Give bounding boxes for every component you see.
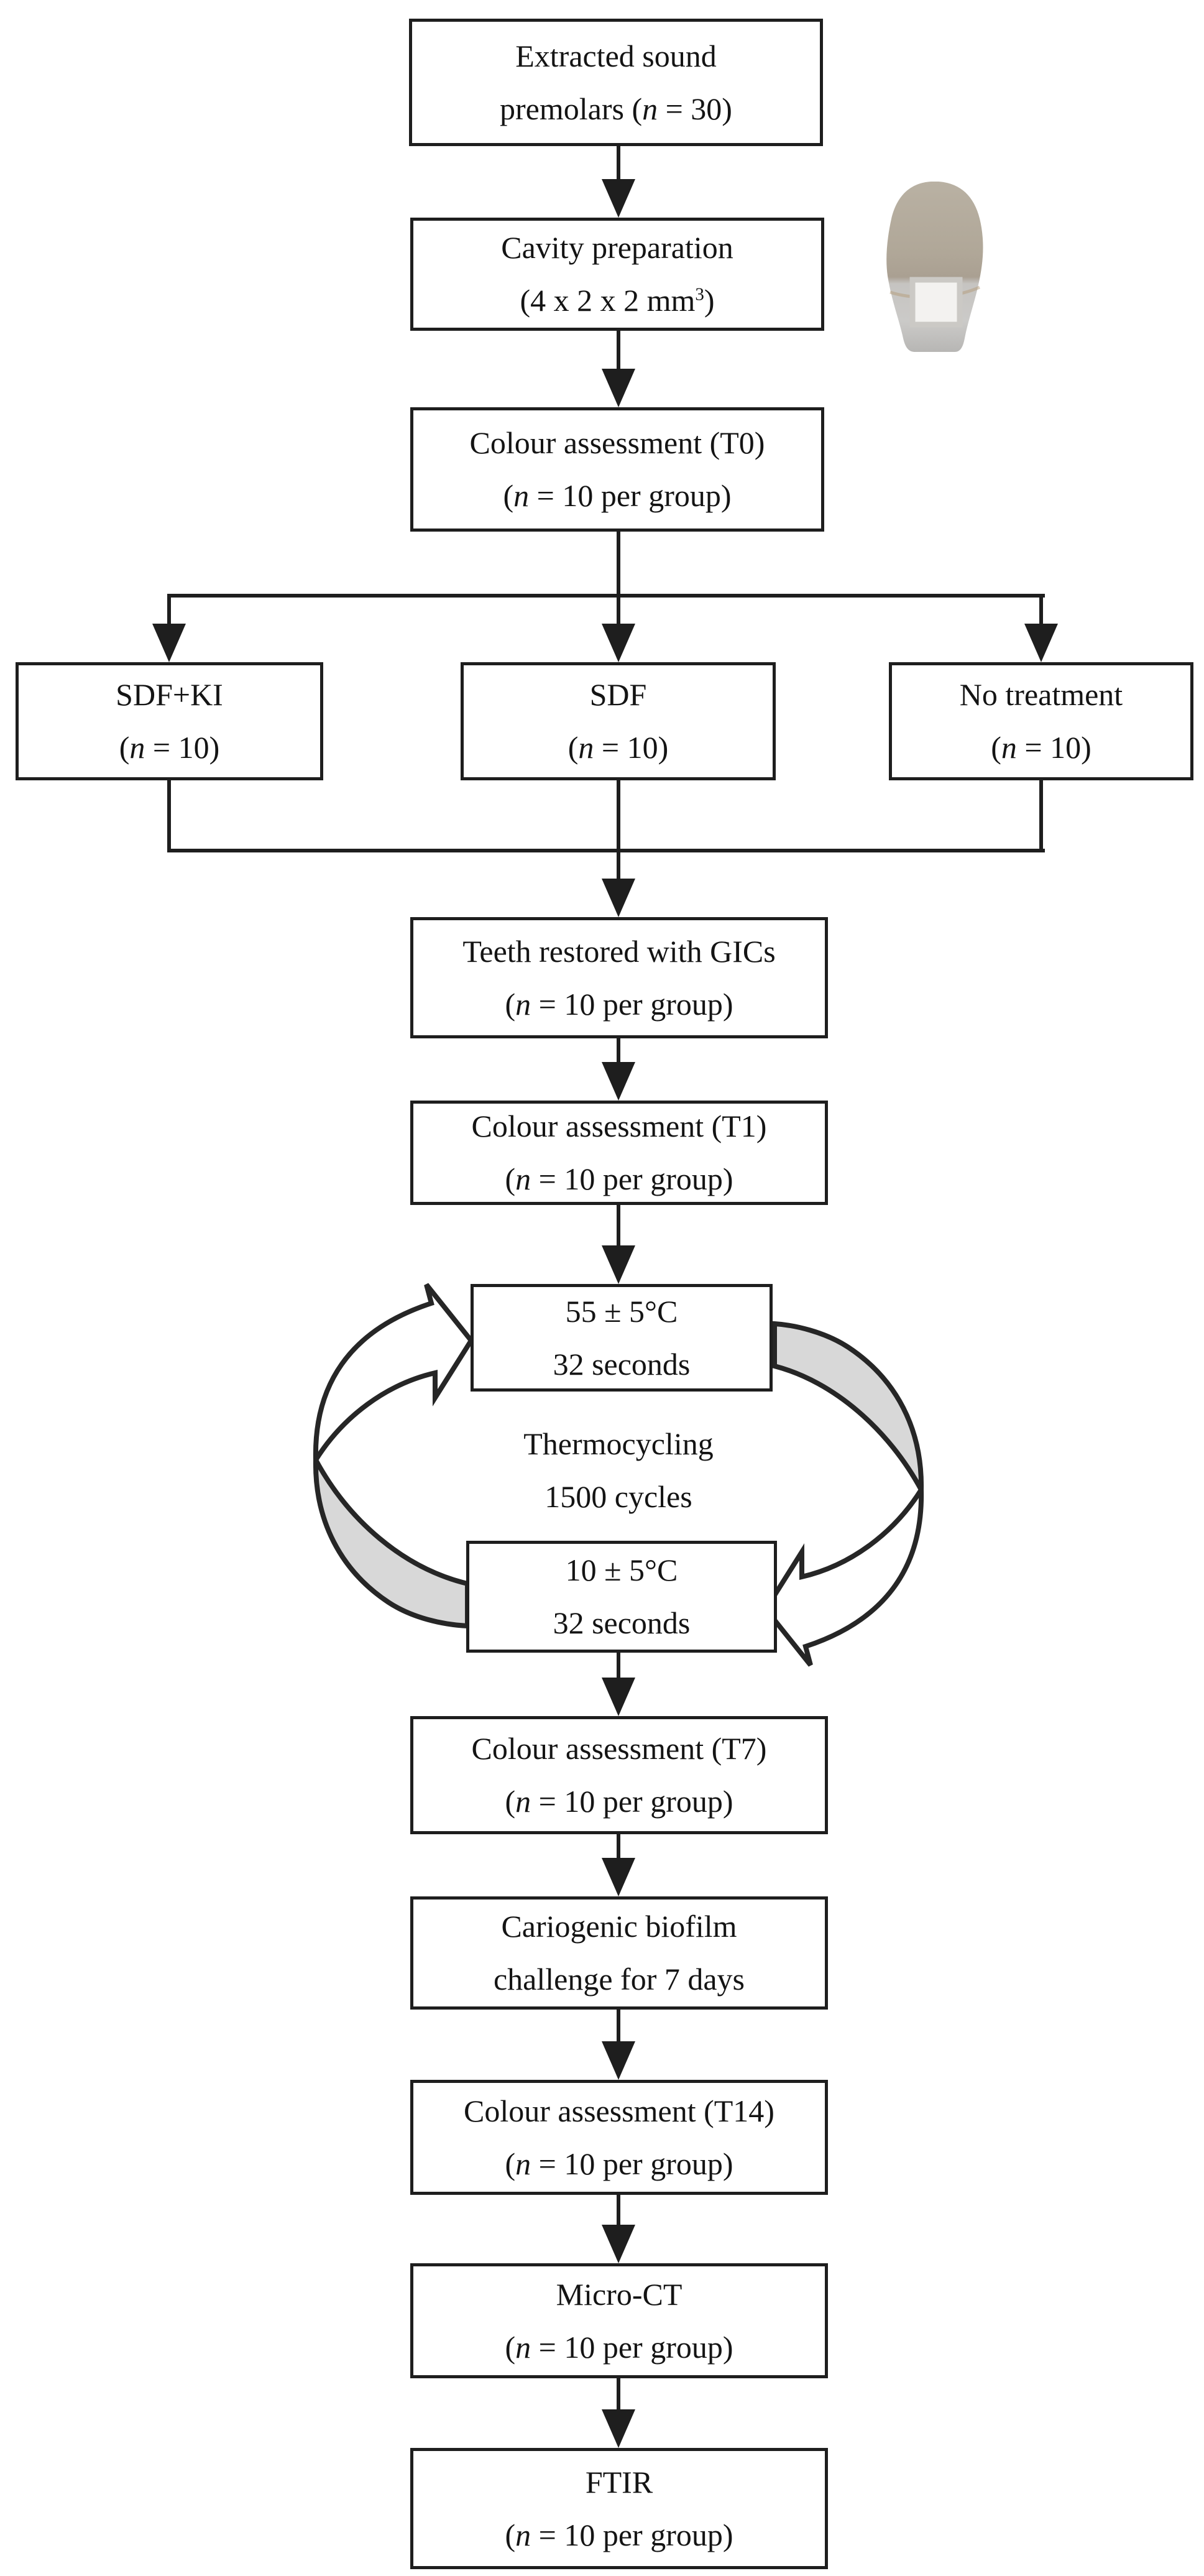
node-text: (n = 10) <box>568 730 669 765</box>
node-text: challenge for 7 days <box>493 1962 745 1997</box>
node-text: (4 x 2 x 2 mm3) <box>520 283 715 318</box>
node-colour-assessment-t0: Colour assessment (T0) (n = 10 per group… <box>410 407 824 532</box>
arrowhead-thermo-hot <box>602 1245 635 1284</box>
arrowhead-cavity <box>602 179 635 218</box>
arrowhead-gics <box>602 879 635 917</box>
node-colour-assessment-t14: Colour assessment (T14) (n = 10 per grou… <box>410 2080 828 2195</box>
node-text: Micro-CT <box>556 2276 682 2312</box>
node-cavity-preparation: Cavity preparation (4 x 2 x 2 mm3) <box>410 218 824 331</box>
node-text: (n = 10 per group) <box>505 986 733 1022</box>
node-text: Colour assessment (T7) <box>471 1731 767 1766</box>
cycle-gray-crescent-left <box>313 1450 470 1629</box>
edge-t0-split-stem <box>617 532 620 596</box>
cycle-arrow-down-icon <box>763 1481 924 1667</box>
edge-sdfki-merge <box>167 780 171 852</box>
node-thermocycling-cold: 10 ± 5°C 32 seconds <box>466 1541 777 1653</box>
edge-gics-t1 <box>617 1038 620 1063</box>
arrowhead-t14 <box>602 2041 635 2080</box>
arrowhead-sdf <box>602 624 635 662</box>
node-text: Thermocycling <box>523 1426 714 1461</box>
node-thermocycling-hot: 55 ± 5°C 32 seconds <box>471 1284 773 1392</box>
arrowhead-biofilm <box>602 1858 635 1896</box>
tooth-cervical-line <box>889 285 980 299</box>
node-text: premolars (n = 30) <box>500 91 732 126</box>
edge-t14-microct <box>617 2195 620 2226</box>
node-text: 32 seconds <box>553 1605 691 1640</box>
node-text: SDF <box>589 677 647 712</box>
arrowhead-t0 <box>602 369 635 407</box>
node-text: No treatment <box>959 677 1123 712</box>
edge-notreatment-merge <box>1039 780 1043 852</box>
edge-merge-gics <box>617 780 620 880</box>
edge-t7-biofilm <box>617 1834 620 1859</box>
edge-split-sdf <box>617 598 620 625</box>
node-sdf-ki: SDF+KI (n = 10) <box>16 662 323 780</box>
arrowhead-notreatment <box>1024 624 1058 662</box>
node-text: 32 seconds <box>553 1346 691 1382</box>
node-text: Colour assessment (T0) <box>469 425 765 460</box>
thermocycling-label: Thermocycling 1500 cycles <box>463 1418 774 1523</box>
node-text: 1500 cycles <box>545 1479 692 1514</box>
node-text: Cavity preparation <box>501 230 733 265</box>
node-text: Teeth restored with GICs <box>462 933 776 969</box>
edge-premolars-cavity <box>617 146 620 180</box>
node-text: SDF+KI <box>116 677 223 712</box>
node-no-treatment: No treatment (n = 10) <box>889 662 1193 780</box>
node-text: (n = 10) <box>991 730 1091 765</box>
tooth-cavity-window <box>909 277 963 328</box>
node-sdf: SDF (n = 10) <box>461 662 776 780</box>
node-extracted-premolars: Extracted sound premolars (n = 30) <box>409 19 823 146</box>
edge-thermo-t7 <box>617 1653 620 1679</box>
edge-microct-ftir <box>617 2378 620 2411</box>
node-text: (n = 10 per group) <box>505 1784 733 1819</box>
node-cariogenic-biofilm: Cariogenic biofilm challenge for 7 days <box>410 1896 828 2010</box>
node-text: Colour assessment (T1) <box>471 1109 767 1143</box>
node-text: (n = 10 per group) <box>505 2146 733 2181</box>
arrowhead-ftir <box>602 2409 635 2448</box>
node-text: (n = 10 per group) <box>505 2329 733 2365</box>
edge-biofilm-t14 <box>617 2010 620 2043</box>
edge-cavity-t0 <box>617 331 620 370</box>
node-ftir: FTIR (n = 10 per group) <box>410 2448 828 2569</box>
node-micro-ct: Micro-CT (n = 10 per group) <box>410 2263 828 2378</box>
node-text: (n = 10) <box>119 730 220 765</box>
node-text: (n = 10 per group) <box>503 478 732 513</box>
node-text: Extracted sound <box>515 38 717 73</box>
node-text: FTIR <box>585 2464 653 2500</box>
cycle-gray-crescent-right <box>772 1321 924 1500</box>
edge-split-notreatment <box>1039 598 1043 625</box>
tooth-photo <box>886 182 983 352</box>
node-text: (n = 10 per group) <box>505 1161 733 1196</box>
split-bar <box>167 594 1045 598</box>
node-teeth-restored-gics: Teeth restored with GICs (n = 10 per gro… <box>410 917 828 1038</box>
node-text: Cariogenic biofilm <box>501 1909 737 1944</box>
arrowhead-t7 <box>602 1678 635 1716</box>
node-colour-assessment-t7: Colour assessment (T7) (n = 10 per group… <box>410 1716 828 1834</box>
node-text: Colour assessment (T14) <box>464 2093 774 2128</box>
node-text: 10 ± 5°C <box>565 1553 678 1587</box>
arrowhead-microct <box>602 2225 635 2263</box>
cycle-arrow-up-icon <box>313 1283 474 1469</box>
merge-bar <box>167 849 1045 852</box>
node-colour-assessment-t1: Colour assessment (T1) (n = 10 per group… <box>410 1101 828 1205</box>
node-text: (n = 10 per group) <box>505 2517 733 2552</box>
arrowhead-sdfki <box>152 624 186 662</box>
edge-split-sdfki <box>167 598 171 625</box>
edge-t1-thermo <box>617 1203 620 1247</box>
node-text: 55 ± 5°C <box>565 1293 678 1329</box>
arrowhead-t1 <box>602 1062 635 1101</box>
